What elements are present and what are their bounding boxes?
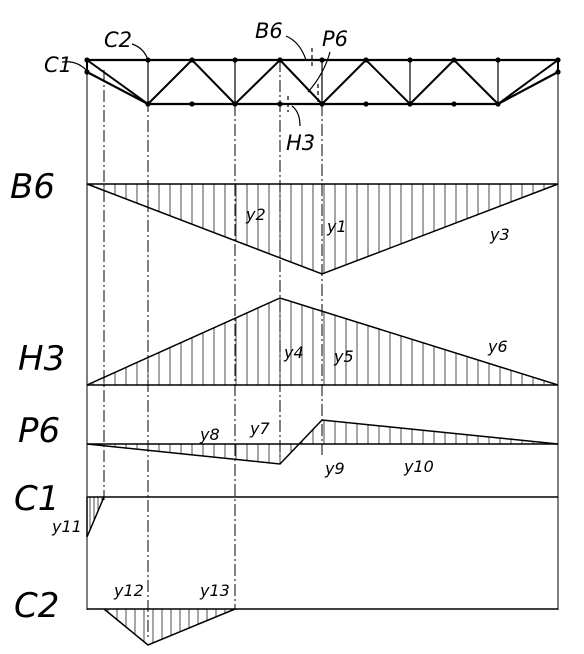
c2-leader <box>131 43 149 61</box>
projection-lines <box>103 60 323 640</box>
truss-diagonal <box>234 59 281 105</box>
h3-leader <box>291 105 301 127</box>
truss-node <box>555 69 561 75</box>
truss: C1 C2 B6 P6 H3 <box>44 19 561 155</box>
truss-diagonal <box>321 59 367 105</box>
ordinate-label-y1: y1 <box>326 217 347 236</box>
truss-node <box>232 101 238 107</box>
c1-label: C1 <box>14 479 59 519</box>
ordinate-label-y2: y2 <box>245 205 266 224</box>
b6-label: B6 <box>10 167 55 207</box>
ordinate-label-y13: y13 <box>199 581 230 600</box>
truss-node <box>407 57 413 63</box>
p6-leader <box>307 51 331 93</box>
truss-node <box>319 57 325 63</box>
truss-label-h3: H3 <box>286 131 315 155</box>
ordinate-label-y12: y12 <box>113 581 144 600</box>
truss-node <box>189 57 195 63</box>
h3-outline <box>86 297 559 386</box>
truss-members <box>86 58 559 106</box>
truss-node <box>277 57 283 63</box>
truss-diagonal <box>409 59 455 105</box>
p6-influence-line: P6 y8 y7 y9 y10 <box>18 411 559 478</box>
ordinate-label-y6: y6 <box>487 337 508 356</box>
b6-outline <box>86 183 559 275</box>
truss-nodes <box>84 57 561 107</box>
truss-node <box>319 101 325 107</box>
c2-label: C2 <box>14 586 59 626</box>
end-bottom-chord <box>86 71 149 105</box>
truss-node <box>232 57 238 63</box>
truss-node <box>363 57 369 63</box>
truss-label-c1: C1 <box>44 53 72 77</box>
truss-diagonal <box>147 59 193 105</box>
truss-node <box>363 101 369 107</box>
c2-outline <box>103 608 236 646</box>
end-bottom-chord <box>497 71 559 105</box>
ordinate-label-y5: y5 <box>333 347 354 366</box>
truss-node <box>407 101 413 107</box>
p6-label: P6 <box>18 411 60 451</box>
b6-leader <box>285 35 307 61</box>
truss-label-c2: C2 <box>104 28 132 52</box>
truss-node <box>495 101 501 107</box>
truss-node <box>277 101 283 107</box>
ordinate-label-y9: y9 <box>324 459 345 478</box>
h3-influence-hatch <box>92 298 545 385</box>
h3-label: H3 <box>18 339 65 379</box>
ordinate-label-y7: y7 <box>249 419 270 438</box>
truss-diagonal <box>497 59 559 105</box>
c2-influence-line: C2 y12 y13 <box>14 581 558 646</box>
truss-label-p6: P6 <box>322 27 348 51</box>
truss-diagonal <box>279 59 323 105</box>
p6-outline <box>86 419 559 465</box>
truss-node <box>84 69 90 75</box>
ordinate-label-y10: y10 <box>403 457 434 476</box>
truss-diagonal <box>191 59 236 105</box>
ordinate-label-y4: y4 <box>283 343 304 362</box>
truss-diagonal <box>365 59 411 105</box>
c1-influence-line: C1 y11 <box>14 479 558 538</box>
ordinate-label-y3: y3 <box>489 225 510 244</box>
truss-diagonal <box>453 59 499 105</box>
h3-influence-line: H3 y4 y5 y6 <box>18 297 559 386</box>
ordinate-label-y8: y8 <box>199 425 220 444</box>
truss-diagonal <box>86 59 149 105</box>
truss-node <box>495 57 501 63</box>
truss-label-b6: B6 <box>255 19 283 43</box>
truss-node <box>451 57 457 63</box>
c1-leader <box>61 61 89 73</box>
c1-outline <box>86 496 105 538</box>
p6-influence-hatch <box>114 420 534 464</box>
ordinate-label-y11: y11 <box>51 517 82 536</box>
truss-node <box>189 101 195 107</box>
truss-node <box>145 101 151 107</box>
truss-node <box>84 57 90 63</box>
truss-node <box>555 57 561 63</box>
b6-influence-hatch <box>92 184 545 274</box>
b6-influence-line: B6 y2 y1 y3 <box>10 167 559 275</box>
truss-node <box>451 101 457 107</box>
